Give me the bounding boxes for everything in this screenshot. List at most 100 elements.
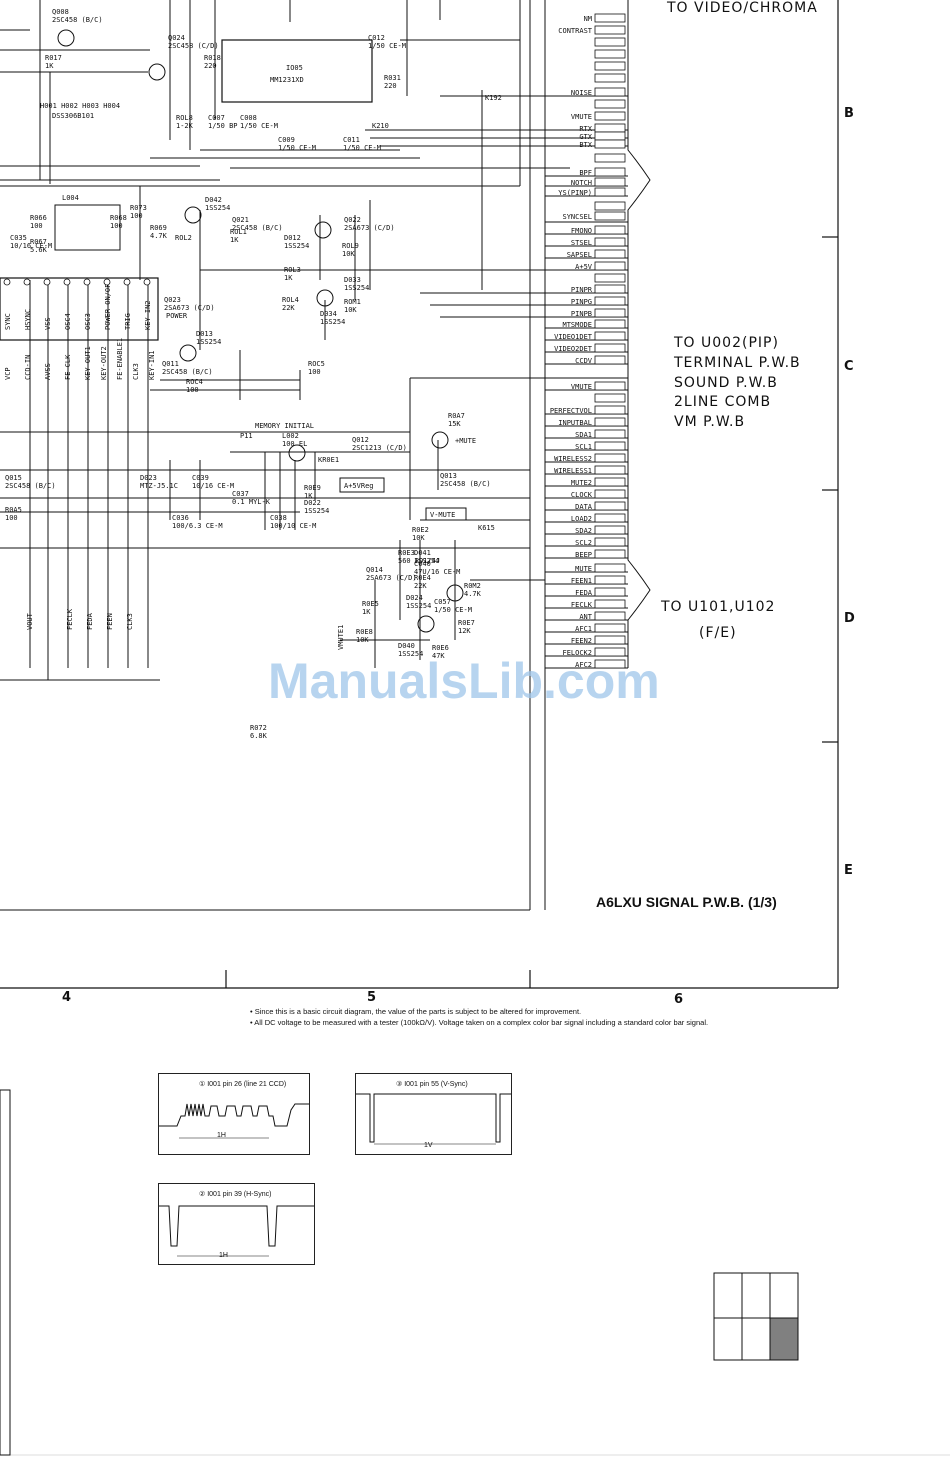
page-locator-grid — [713, 1272, 799, 1361]
connector-pin-label: PINPR — [571, 286, 593, 294]
component-ref: D033 — [344, 276, 361, 284]
connector-pin-box — [594, 131, 626, 141]
component-value: 100 — [186, 386, 199, 394]
component-value: 1/50 CE-M — [434, 606, 472, 614]
connector-pin-box — [594, 659, 626, 669]
dest-line: 2LINE COMB — [674, 394, 771, 410]
connector-pin-label: AFC2 — [575, 661, 592, 669]
component-ref: R0E2 — [412, 526, 429, 534]
connector-pin-box — [594, 575, 626, 585]
connector-pin-box — [594, 623, 626, 633]
connector-pin-box — [594, 187, 626, 197]
component-ref: D042 — [205, 196, 222, 204]
ic-pin-label: FE-ENABLE1 — [116, 338, 124, 380]
component-value: 100 — [130, 212, 143, 220]
component-value: 2SA673 (C/D) — [164, 304, 215, 312]
connector-pin-box — [594, 284, 626, 294]
component-value: 1/50 CE-M — [278, 144, 316, 152]
component-value: 100/10 CE-M — [270, 522, 316, 530]
component-ref: Q023 — [164, 296, 181, 304]
component-value: 2SC458 (B/C) — [232, 224, 283, 232]
ic-pin-label: OSC4 — [64, 313, 72, 330]
connector-pin-group: NMCONTRASTNOISEVMUTERTXGTXBTXBPFNOTCHYS(… — [550, 13, 626, 669]
component-ref: P11 — [240, 432, 253, 440]
connector-pin-box — [594, 177, 626, 187]
component-value: 15K — [448, 420, 461, 428]
ic-pin-marker — [83, 278, 91, 286]
connector-pin-label: CONTRAST — [558, 27, 593, 35]
component-value: 1/50 CE-M — [368, 42, 406, 50]
power-label: POWER — [166, 312, 188, 320]
component-ref: R073 — [130, 204, 147, 212]
ic-pin-label: VSS — [44, 317, 52, 330]
component-value: 10/16 CE-M — [10, 242, 52, 250]
connector-pin-box — [594, 87, 626, 97]
component-ref: C012 — [368, 34, 385, 42]
header-parts-label: H001 H002 H003 H004 — [40, 102, 120, 110]
component-ref: D024 — [406, 594, 423, 602]
component-value: 5.6K — [30, 246, 48, 254]
connector-pin-box — [594, 237, 626, 247]
component-ref: ROL8 — [176, 114, 193, 122]
connector-pin-box — [594, 273, 626, 283]
part-label: L004 — [62, 194, 79, 202]
waveform-trace — [356, 1093, 511, 1145]
component-value: 1SS254 — [414, 557, 439, 565]
component-value: 1SS254 — [196, 338, 221, 346]
component-ref: R0E8 — [356, 628, 373, 636]
connector-pin-box — [594, 13, 626, 23]
component-ref: Q014 — [366, 566, 383, 574]
waveform-caption: ② I001 pin 39 (H-Sync) — [199, 1191, 272, 1198]
connector-pin-box — [594, 477, 626, 487]
connector-pin-label: DATA — [575, 503, 593, 511]
waveform-panel: ③ I001 pin 55 (V-Sync) 1V — [355, 1073, 512, 1155]
zone-label: D — [844, 611, 855, 626]
connector-pin-label: BPF — [579, 169, 592, 177]
component-value: 2SC458 (C/D) — [168, 42, 219, 50]
component-value: 2SC458 (B/C) — [52, 16, 103, 24]
connector-pin-label: FELOCK2 — [562, 649, 592, 657]
component-value: 10/16 CE-M — [192, 482, 234, 490]
page-title: A6LXU SIGNAL P.W.B. (1/3) — [596, 894, 777, 910]
component-ref: ROM1 — [344, 298, 361, 306]
component-ref: D023 — [140, 474, 157, 482]
waveform-panel: ① I001 pin 26 (line 21 CCD) 1H — [158, 1073, 310, 1155]
vmute-box: V-MUTE — [425, 507, 467, 521]
component-value: 47U/16 CE-M — [414, 568, 460, 576]
component-value: 2SA673 (C/D) — [344, 224, 395, 232]
connector-pin-box — [594, 647, 626, 657]
connector-pin-box — [594, 393, 626, 403]
component-ref: R018 — [204, 54, 221, 62]
ic-pin-marker — [23, 278, 31, 286]
side-text: +MUTE — [455, 437, 476, 445]
component-value: 10K — [342, 250, 355, 258]
ic-pin-marker — [3, 278, 11, 286]
connector-pin-label: YS(PINP) — [558, 189, 592, 197]
component-value: 4.7K — [464, 590, 482, 598]
component-ref: R0M2 — [464, 582, 481, 590]
component-value: 10K — [344, 306, 357, 314]
component-value: 1/50 CE-M — [343, 144, 381, 152]
component-value: 220 — [204, 62, 217, 70]
ic-pin-marker — [43, 278, 51, 286]
component-value: 1K — [284, 274, 293, 282]
wiring — [0, 0, 628, 911]
component-ref: D034 — [320, 310, 337, 318]
component-ref: R0E4 — [414, 574, 431, 582]
component-ref: R031 — [384, 74, 401, 82]
component-ref: R0A5 — [5, 506, 22, 514]
component-ref: R0E5 — [362, 600, 379, 608]
current-page-cell — [769, 1317, 799, 1361]
ic-pin-marker — [123, 278, 131, 286]
component-value: 2SC458 (B/C) — [162, 368, 213, 376]
ic-pin-label: FE-CLK — [64, 354, 72, 380]
component-ref: Q024 — [168, 34, 185, 42]
component-ref: C007 — [208, 114, 225, 122]
connector-pin-box — [594, 429, 626, 439]
ic-pin-label: KEY-IN1 — [148, 350, 156, 380]
connector-pin-box — [594, 611, 626, 621]
connector-pin-label: RTX — [579, 125, 592, 133]
waveform-caption: ① I001 pin 26 (line 21 CCD) — [199, 1081, 287, 1088]
